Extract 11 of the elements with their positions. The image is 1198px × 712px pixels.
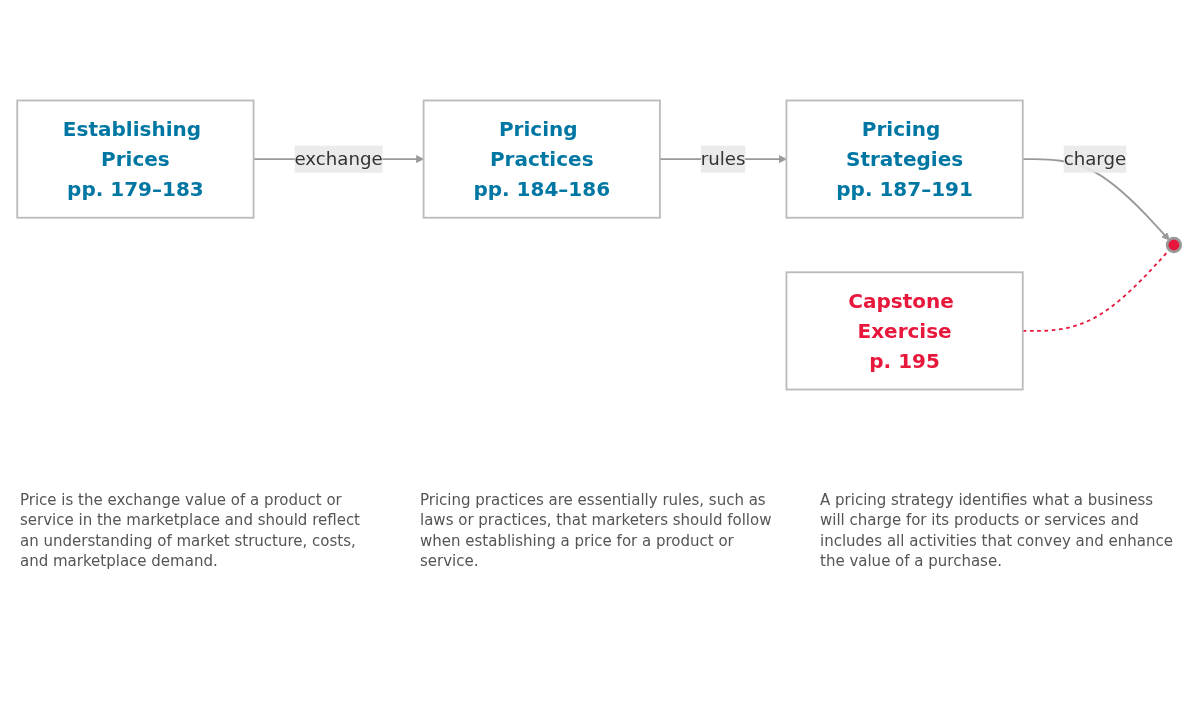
node-box: Pricing Practices pp. 184–186 [422,99,661,219]
description-text: A pricing strategy identifies what a business will charge for its products or services and includes all activities that convey and enhance the value of a purchase. [820,490,1174,571]
description-text: Pricing practices are essentially rules, such as laws or practices, that marketers should follow when establishing a price for a product or service. [420,490,773,571]
description-text: Price is the exchange value of a product or service in the marketplace and should reflect an understanding of market structure, costs, and marketplace demand. [20,490,361,571]
edge-label: charge [1063,148,1127,171]
node-box: Capstone Exercise p. 195 [785,271,1024,391]
node-box: Pricing Strategies pp. 187–191 [785,99,1024,219]
edge-label: exchange [294,148,383,171]
node-box: Establishing Prices pp. 179–183 [16,99,255,219]
node-circle [1165,236,1183,254]
edge-label: rules [700,148,746,171]
